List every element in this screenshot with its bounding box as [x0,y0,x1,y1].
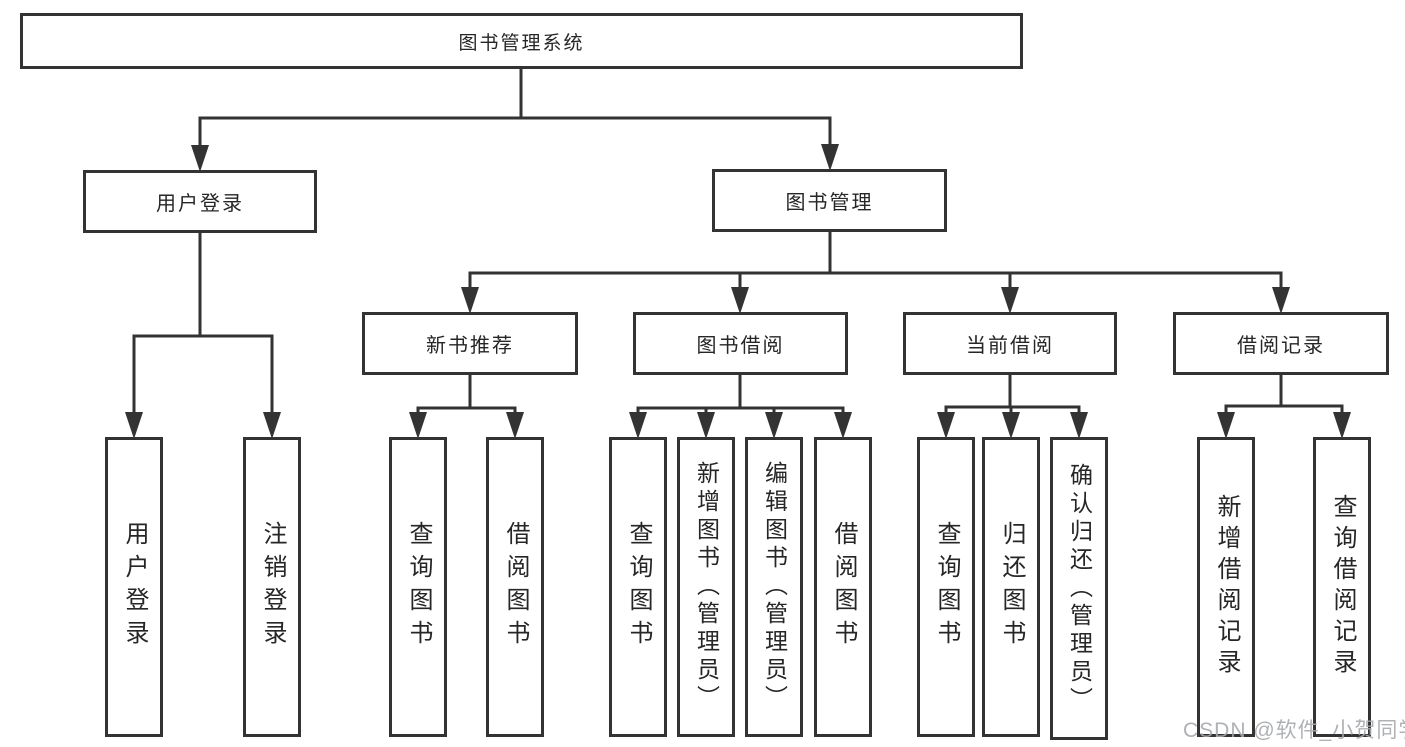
leaf-query-borrow-record-label: 查询借阅记录 [1329,494,1356,680]
leaf-borrow-books: 借阅图书 [814,437,872,737]
leaf-borrow-books-label: 借阅图书 [830,521,857,653]
leaf-confirm-return-admin-label: 确认归还（管理员） [1066,462,1093,715]
leaf-add-books-admin: 新增图书（管理员） [677,437,735,737]
leaf-edit-books-admin-label: 编辑图书（管理员） [761,461,788,713]
node-borrow-records: 借阅记录 [1173,312,1389,375]
leaf-logout-login: 注销登录 [243,437,301,737]
leaf-query-books-recommend-label: 查询图书 [405,521,432,653]
leaf-query-books-current: 查询图书 [917,437,975,737]
leaf-user-login-label: 用户登录 [121,521,148,653]
node-user-login: 用户登录 [83,170,317,233]
leaf-add-borrow-record: 新增借阅记录 [1197,437,1255,737]
leaf-add-borrow-record-label: 新增借阅记录 [1213,494,1240,680]
leaf-logout-login-label: 注销登录 [259,521,286,653]
node-book-borrowing: 图书借阅 [633,312,848,375]
leaf-borrow-books-recommend: 借阅图书 [486,437,544,737]
leaf-query-books-borrowing-label: 查询图书 [625,521,652,653]
leaf-query-books-recommend: 查询图书 [389,437,447,737]
leaf-confirm-return-admin: 确认归还（管理员） [1050,437,1108,740]
node-library-system: 图书管理系统 [20,13,1023,69]
leaf-query-borrow-record: 查询借阅记录 [1313,437,1371,737]
leaf-borrow-books-recommend-label: 借阅图书 [502,521,529,653]
arrowheads [125,144,1351,439]
node-book-management: 图书管理 [712,169,947,232]
leaf-add-books-admin-label: 新增图书（管理员） [693,461,720,713]
node-new-book-recommend: 新书推荐 [362,312,578,375]
leaf-user-login: 用户登录 [105,437,163,737]
watermark-text: CSDN @软件_小贺同学 [1183,719,1405,742]
leaf-query-books-current-label: 查询图书 [933,521,960,653]
leaf-query-books-borrowing: 查询图书 [609,437,667,737]
node-current-borrowing: 当前借阅 [903,312,1117,375]
leaf-edit-books-admin: 编辑图书（管理员） [745,437,803,737]
leaf-return-books: 归还图书 [982,437,1040,737]
leaf-return-books-label: 归还图书 [998,521,1025,653]
